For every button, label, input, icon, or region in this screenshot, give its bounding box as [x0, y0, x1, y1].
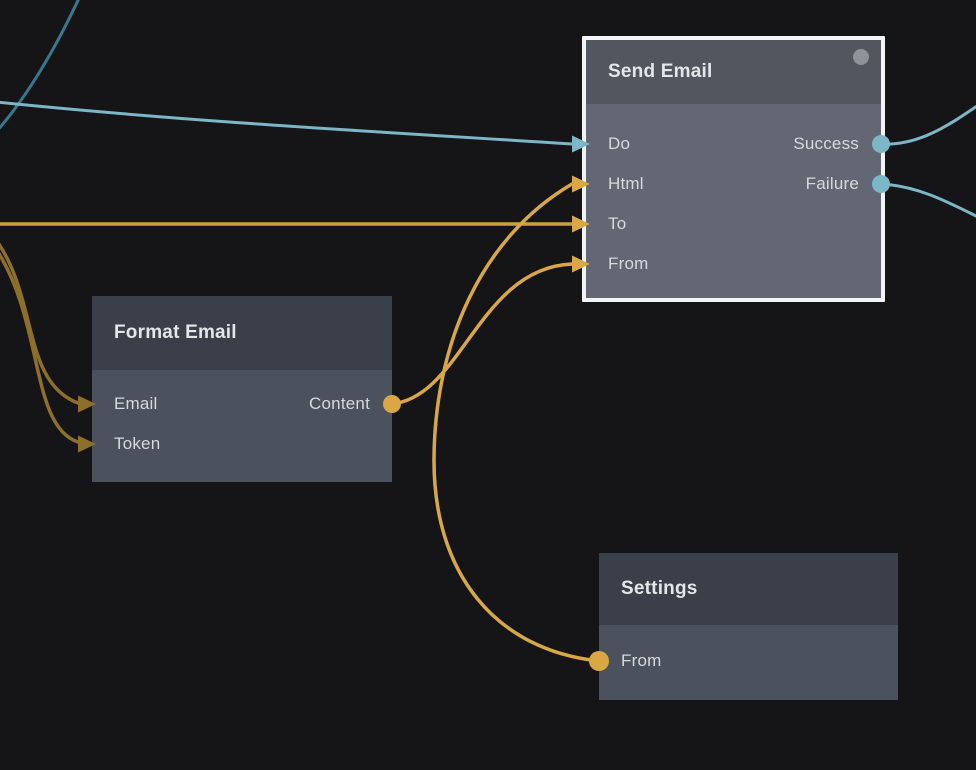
port-row: From	[586, 244, 881, 284]
wire-to-token-input[interactable]	[0, 249, 80, 444]
node-title-bar[interactable]: Format Email	[92, 296, 392, 370]
node-title: Format Email	[114, 322, 237, 343]
wire-offscreen-teal[interactable]	[0, 0, 80, 132]
wire-to-do-input[interactable]	[0, 100, 574, 146]
node-title: Settings	[621, 578, 698, 599]
wire-content-to-from[interactable]	[389, 262, 574, 406]
port-row: Token	[92, 424, 392, 464]
input-label-to: To	[608, 214, 627, 233]
input-label-token: Token	[114, 434, 161, 453]
port-row: Email Content	[92, 384, 392, 424]
wire-success-out[interactable]	[879, 104, 976, 146]
wire-failure-out[interactable]	[879, 182, 976, 218]
input-label-from: From	[608, 254, 649, 273]
input-label-email: Email	[114, 394, 158, 413]
node-body: From	[599, 625, 898, 700]
port-row: To	[586, 204, 881, 244]
port-row: Do Success	[586, 124, 881, 164]
wire-to-email-input[interactable]	[0, 240, 80, 405]
node-title-bar[interactable]: Settings	[599, 553, 898, 625]
input-label-html: Html	[608, 174, 644, 193]
input-label-do: Do	[608, 134, 631, 153]
output-label-content: Content	[309, 394, 370, 413]
output-label-failure: Failure	[805, 174, 859, 193]
port-row: From	[599, 641, 898, 681]
output-label-from: From	[621, 651, 662, 670]
node-title: Send Email	[608, 61, 713, 82]
node-title-bar[interactable]: Send Email	[586, 40, 881, 104]
port-row: Html Failure	[586, 164, 881, 204]
status-dot-icon	[853, 49, 869, 65]
output-label-success: Success	[793, 134, 859, 153]
wire-settings-to-html[interactable]	[432, 182, 601, 663]
